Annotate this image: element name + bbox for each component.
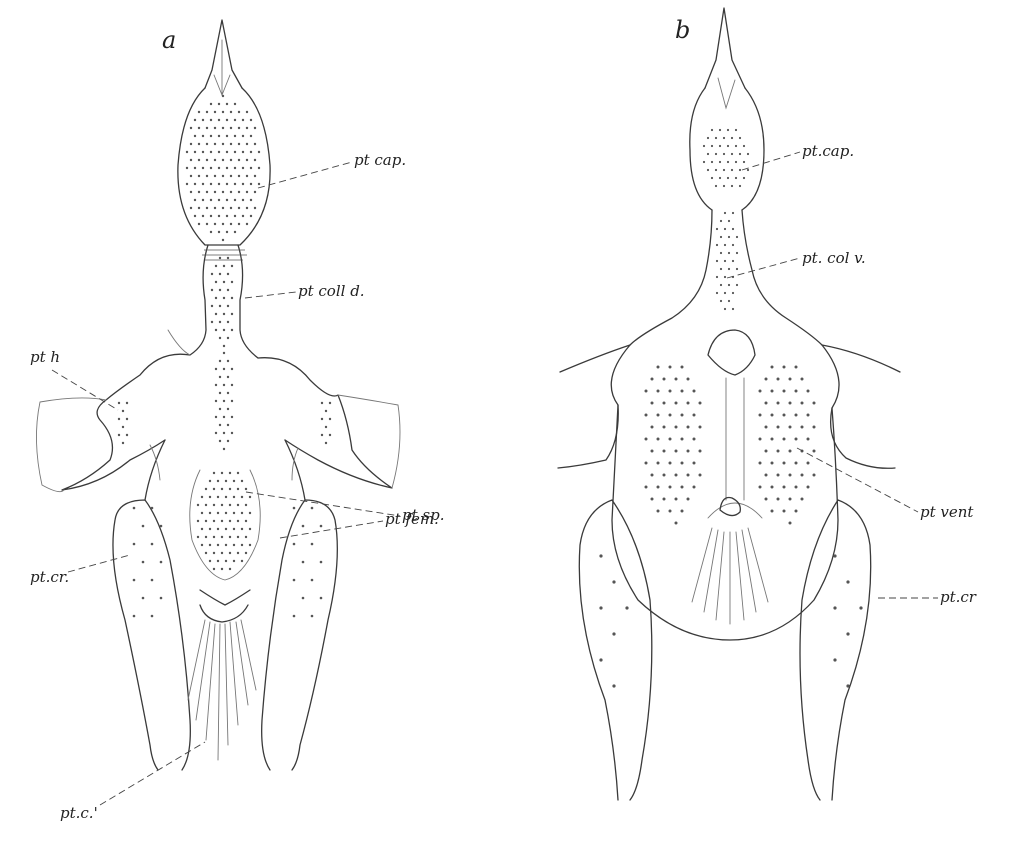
panel-a-label: a: [162, 26, 176, 54]
label-a-capital: pt cap.: [354, 151, 406, 169]
leader-b-capital: [742, 152, 800, 170]
leader-a-caudal: [100, 742, 205, 805]
leader-a-spinal: [246, 492, 400, 516]
label-b-ventral-collar: pt. col v.: [802, 249, 866, 267]
label-a-caudal: pt.c.': [60, 804, 98, 822]
label-b-capital: pt.cap.: [802, 142, 854, 160]
leader-a-humeral: [52, 370, 118, 410]
panel-a-bird: [36, 20, 400, 770]
label-b-crural: pt.cr: [940, 588, 977, 606]
leader-b-ventral: [797, 448, 918, 512]
leader-a-femoral: [280, 521, 383, 538]
label-a-humeral: pt h: [30, 348, 60, 366]
panel-b-label: b: [675, 16, 690, 44]
label-a-femoral: pt fem.: [385, 510, 439, 528]
label-a-dorsal-collar: pt coll d.: [298, 282, 365, 300]
panel-a-feather-tracts: [118, 95, 331, 618]
panel-b-bird: [558, 8, 900, 800]
leader-b-ventral-collar: [727, 258, 800, 278]
panel-b-feather-tracts: [599, 129, 862, 688]
label-b-ventral: pt vent: [920, 503, 974, 521]
leader-a-dorsal-collar: [245, 292, 296, 298]
leader-a-capital: [258, 162, 352, 188]
label-a-crural: pt.cr.: [30, 568, 69, 586]
leader-a-crural: [68, 555, 130, 572]
